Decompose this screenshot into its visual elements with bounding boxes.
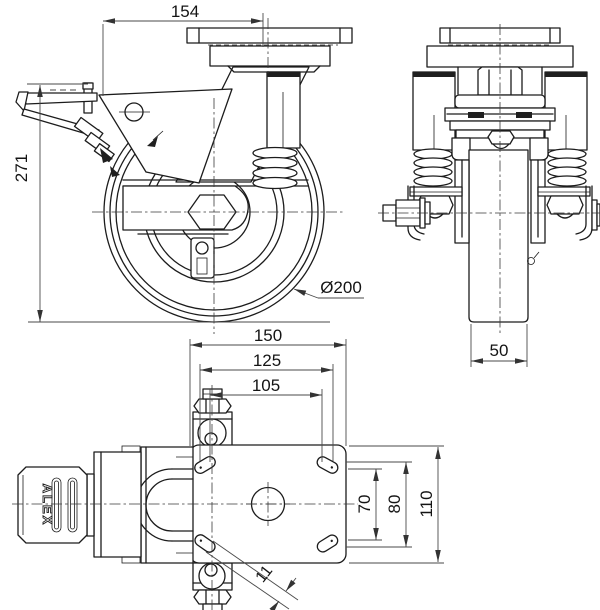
mounting-plate-side xyxy=(186,27,353,44)
dim-125: 125 xyxy=(253,351,281,370)
spring-housing xyxy=(266,71,301,149)
dim-271: 271 xyxy=(12,154,31,182)
coil-spring-side xyxy=(252,146,298,190)
dim-80: 80 xyxy=(385,495,404,514)
dimensions: 154 271 Ø200 50 150 125 105 70 xyxy=(12,2,528,610)
plan-view: ALEX xyxy=(12,385,358,610)
dim-110: 110 xyxy=(417,490,436,517)
side-view xyxy=(15,18,353,334)
direction-arrow-icon xyxy=(147,136,158,147)
brand-stamp: ALEX xyxy=(40,484,55,527)
bolt-slot xyxy=(316,534,339,553)
dim-154: 154 xyxy=(171,2,199,21)
bolt-slot xyxy=(194,534,216,553)
axle-nut-top xyxy=(193,398,232,414)
brake-housing xyxy=(93,451,142,558)
brake-bracket xyxy=(98,88,233,184)
pedal-rib xyxy=(67,477,78,533)
swivel-yoke xyxy=(140,446,194,564)
axle-nut-bottom xyxy=(193,589,232,605)
front-view xyxy=(378,24,600,334)
dim-wheel-diameter: Ø200 xyxy=(320,278,362,297)
pedal-rib xyxy=(51,477,62,533)
wheel-front xyxy=(468,149,529,323)
dim-150: 150 xyxy=(254,326,282,345)
dim-70: 70 xyxy=(355,495,374,514)
dim-50: 50 xyxy=(490,341,509,360)
brake-pin xyxy=(527,257,535,265)
brake-pedal xyxy=(17,466,88,544)
brake-adjuster xyxy=(73,116,120,177)
dim-105: 105 xyxy=(252,376,280,395)
